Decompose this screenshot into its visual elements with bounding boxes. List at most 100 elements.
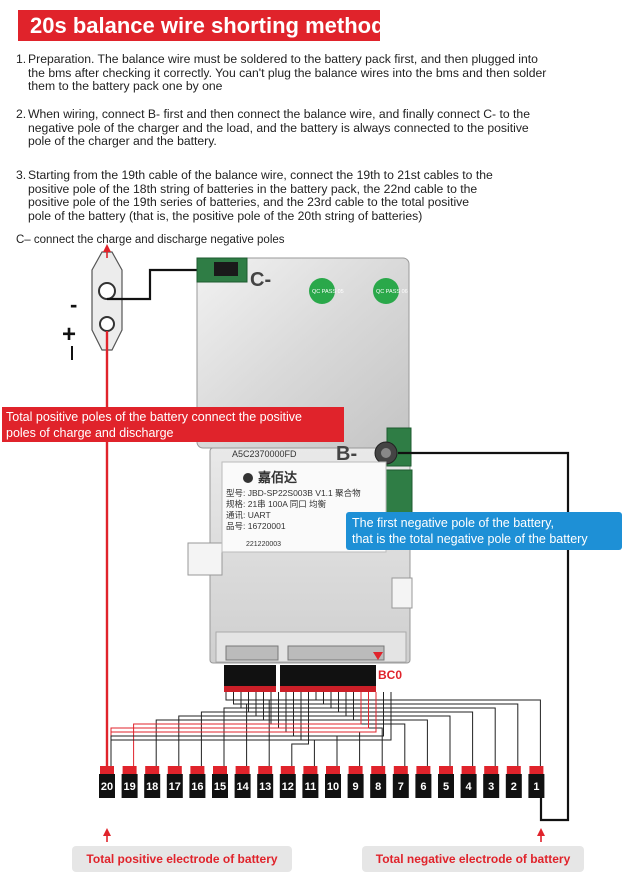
callout-line: The first negative pole of the battery,	[352, 516, 554, 530]
cell-body	[279, 774, 296, 798]
step-line: pole of the battery (that is, the positi…	[28, 208, 423, 223]
step-number: 1.	[16, 52, 27, 66]
c-minus-note: C– connect the charge and discharge nega…	[16, 234, 285, 246]
battery-cell: 11	[302, 766, 319, 798]
cell-number: 10	[327, 781, 339, 793]
cell-body	[438, 774, 454, 798]
cell-terminal	[167, 766, 182, 774]
balance-wire	[223, 692, 332, 768]
step-number: 3.	[16, 168, 27, 182]
balance-wire	[263, 692, 428, 768]
board-brand: 嘉佰达	[257, 470, 297, 485]
cell-number: 12	[282, 781, 294, 793]
battery-cell: 3	[483, 766, 500, 798]
cell-number: 8	[375, 781, 381, 793]
cell-body	[415, 774, 432, 798]
cell-terminal	[258, 766, 273, 774]
cell-body	[212, 774, 228, 798]
cell-terminal	[506, 766, 521, 774]
cell-body	[460, 774, 477, 798]
battery-cell: 2	[505, 766, 522, 798]
balance-connector	[224, 665, 376, 692]
balance-wire	[285, 692, 361, 768]
board-model: 型号: JBD-SP22S003B V1.1 聚合物	[226, 488, 361, 498]
callout-line: Total positive poles of the battery conn…	[6, 410, 303, 424]
balance-wire	[278, 692, 383, 768]
cell-body	[347, 774, 364, 798]
battery-cell: 18	[144, 766, 161, 798]
cell-number: 1	[533, 781, 539, 793]
cell-terminal	[484, 766, 499, 774]
bms-board	[187, 257, 413, 664]
terminal-lug	[91, 251, 123, 351]
step-line: negative pole of the charger and the loa…	[28, 120, 529, 135]
cell-terminal	[100, 766, 114, 774]
cell-body	[528, 774, 545, 798]
cell-number: 9	[353, 781, 359, 793]
bc0-label: BC0	[378, 668, 402, 682]
balance-wire	[268, 692, 317, 768]
cell-terminal	[439, 766, 453, 774]
balance-wire	[178, 692, 347, 768]
balance-wire	[110, 692, 377, 768]
balance-wire	[133, 692, 362, 768]
cell-terminal	[235, 766, 250, 774]
balance-wire	[270, 692, 406, 768]
step-3: 3. Starting from the 19th cable of the b…	[16, 168, 616, 223]
cell-body	[505, 774, 522, 798]
terminal-plus: +	[62, 321, 76, 348]
cell-body	[166, 774, 183, 798]
cell-number: 13	[259, 781, 271, 793]
balance-wire	[200, 692, 339, 768]
balance-wires	[110, 692, 541, 768]
board-comm: 通讯: UART	[226, 510, 271, 520]
cell-terminal	[326, 766, 340, 774]
cell-number: 20	[101, 781, 113, 793]
cell-number: 16	[191, 781, 203, 793]
bottom-arrow-left-icon	[103, 828, 111, 842]
cell-body	[189, 774, 206, 798]
callout-line: poles of charge and discharge	[6, 426, 174, 440]
board-date: 221220003	[246, 541, 281, 548]
battery-cell: 14	[234, 766, 251, 798]
board-spec: 规格: 21串 100A 同口 均衡	[226, 499, 327, 509]
cell-number: 2	[511, 781, 517, 793]
cell-terminal	[280, 766, 295, 774]
balance-wire	[110, 692, 369, 768]
battery-cell: 20	[99, 766, 115, 798]
callout-total-positive: Total positive poles of the battery conn…	[2, 407, 344, 442]
cell-body	[392, 774, 409, 798]
cell-body	[483, 774, 500, 798]
b-minus-label: B-	[336, 443, 357, 465]
battery-cell: 10	[325, 766, 341, 798]
cell-terminal	[122, 766, 137, 774]
battery-cell: 12	[279, 766, 296, 798]
balance-wire	[293, 692, 338, 768]
cell-body	[370, 774, 387, 798]
balance-wire	[110, 692, 392, 768]
battery-cell: 17	[166, 766, 183, 798]
cell-body	[144, 774, 161, 798]
cell-body	[121, 774, 138, 798]
cell-number: 17	[169, 781, 181, 793]
step-line: positive pole of the 18th string of batt…	[28, 181, 478, 196]
cell-terminal	[213, 766, 227, 774]
c-minus-wire	[107, 268, 212, 301]
cell-number: 15	[214, 781, 226, 793]
cell-body	[234, 774, 251, 798]
battery-cell: 4	[460, 766, 477, 798]
c-minus-label: C-	[250, 269, 271, 291]
battery-cell: 13	[257, 766, 274, 798]
step-line: Starting from the 19th cable of the bala…	[28, 168, 493, 182]
balance-wire	[291, 692, 309, 768]
cell-terminal	[461, 766, 476, 774]
board-part: 品号: 16720001	[226, 521, 286, 531]
step-1: 1. Preparation. The balance wire must be…	[16, 52, 616, 94]
balance-wire	[246, 692, 324, 768]
cell-number: 4	[466, 781, 473, 793]
battery-cell: 6	[415, 766, 432, 798]
cell-body	[302, 774, 319, 798]
cell-body	[99, 774, 115, 798]
